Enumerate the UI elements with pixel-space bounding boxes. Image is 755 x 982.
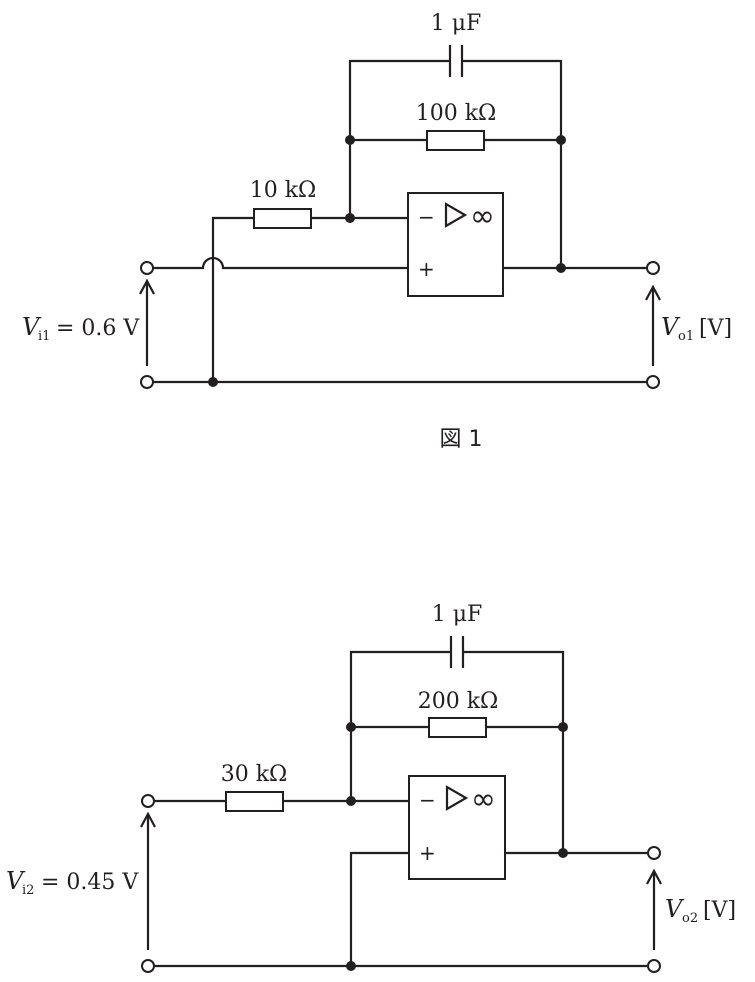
fig2-output-voltage-label: V o2 [V] — [665, 895, 736, 926]
fig2-junction-dot — [346, 961, 356, 971]
svg-text:i2: i2 — [22, 883, 34, 898]
svg-text:i1: i1 — [38, 329, 50, 344]
svg-text:[V]: [V] — [703, 898, 736, 923]
fig1-opamp-infinity: ∞ — [470, 199, 495, 234]
fig1-noninverting-wire — [153, 256, 408, 270]
fig2-opamp-infinity: ∞ — [471, 782, 496, 817]
fig2-junction-dot — [558, 848, 568, 858]
svg-text:V: V — [661, 313, 681, 341]
fig1-input-terminal — [140, 261, 154, 275]
svg-text:V: V — [6, 867, 26, 895]
fig2-input-terminal — [141, 794, 155, 808]
fig1-opamp: − + ∞ — [407, 192, 504, 297]
figure-2: 1 μF 200 kΩ 30 kΩ − + ∞ — [6, 602, 736, 973]
svg-text:V: V — [665, 895, 685, 923]
fig2-output-voltage-arrow-icon — [646, 868, 662, 950]
fig1-input-resistor — [211, 208, 408, 382]
fig1-opamp-triangle-icon — [444, 202, 468, 228]
fig2-input-voltage-arrow-icon — [140, 811, 156, 950]
fig2-capacitor — [349, 636, 565, 853]
fig2-input-voltage-label: V i2 = 0.45 V — [6, 867, 139, 898]
fig1-feedback-resistor — [350, 130, 561, 151]
fig2-opamp-plus: + — [419, 841, 436, 865]
fig2-input-resistor-label: 30 kΩ — [221, 762, 288, 787]
fig1-capacitor — [348, 45, 563, 268]
fig1-opamp-minus: − — [418, 205, 435, 229]
fig2-feedback-resistor — [351, 717, 563, 738]
fig1-junction-dot — [556, 135, 566, 145]
fig1-input-ground-terminal — [140, 375, 154, 389]
fig2-capacitor-label: 1 μF — [432, 602, 483, 627]
fig1-output-voltage-label: V o1 [V] — [661, 313, 732, 344]
fig2-output-ground-terminal — [647, 959, 661, 973]
fig1-output-terminal — [646, 261, 660, 275]
fig1-opamp-plus: + — [418, 257, 435, 281]
svg-text:V: V — [22, 313, 42, 341]
fig1-input-voltage-label: V i1 = 0.6 V — [22, 313, 140, 344]
fig2-input-ground-terminal — [141, 959, 155, 973]
fig2-opamp-minus: − — [419, 788, 436, 812]
svg-text:= 0.6 V: = 0.6 V — [56, 316, 140, 341]
fig1-junction-dot — [556, 263, 566, 273]
fig1-input-resistor-label: 10 kΩ — [250, 178, 317, 203]
svg-text:[V]: [V] — [699, 316, 732, 341]
figure-1: 1 μF 100 kΩ 10 kΩ − + ∞ — [22, 11, 732, 452]
svg-text:o2: o2 — [682, 911, 698, 926]
fig2-feedback-resistor-label: 200 kΩ — [418, 689, 499, 714]
svg-text:o1: o1 — [678, 329, 694, 344]
fig1-output-ground-terminal — [646, 375, 660, 389]
fig2-output-terminal — [647, 846, 661, 860]
fig1-feedback-resistor-label: 100 kΩ — [416, 101, 497, 126]
fig1-output-voltage-arrow-icon — [645, 284, 661, 366]
fig1-input-voltage-arrow-icon — [139, 278, 155, 366]
fig1-caption: 図 1 — [440, 427, 483, 452]
fig1-capacitor-label: 1 μF — [431, 11, 482, 36]
fig1-junction-dot — [208, 377, 218, 387]
fig2-junction-dot — [346, 796, 356, 806]
fig2-opamp: − + ∞ — [408, 775, 506, 880]
fig1-junction-dot — [345, 135, 355, 145]
fig2-noninverting-wire — [349, 851, 409, 966]
fig2-junction-dot — [346, 722, 356, 732]
fig2-input-resistor — [154, 791, 409, 812]
fig2-opamp-triangle-icon — [445, 785, 469, 811]
fig2-junction-dot — [558, 722, 568, 732]
fig1-junction-dot — [345, 213, 355, 223]
svg-text:= 0.45 V: = 0.45 V — [41, 870, 139, 895]
